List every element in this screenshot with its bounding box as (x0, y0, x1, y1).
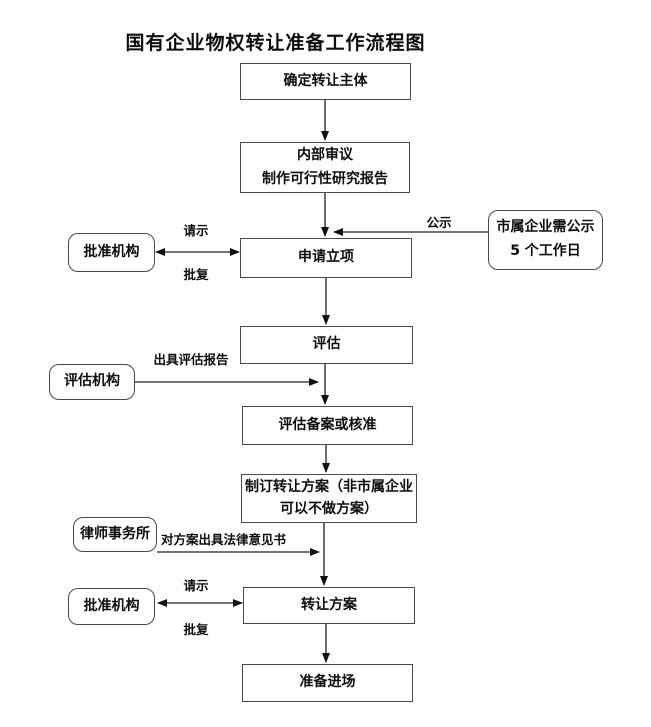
edge-label-reply-2: 批复 (183, 622, 209, 637)
node-transfer-plan: 转让方案 (243, 587, 415, 624)
node-approval-agency-1: 批准机构 (68, 233, 155, 272)
diagram-title: 国有企业物权转让准备工作流程图 (125, 32, 426, 54)
node-evaluation-filing: 评估备案或核准 (242, 406, 413, 445)
edge-label-evaluation-report: 出具评估报告 (153, 352, 229, 367)
node-evaluation-agency: 评估机构 (49, 364, 135, 400)
node-law-firm: 律师事务所 (73, 517, 157, 552)
edge-label-public-notice: 公示 (426, 215, 452, 230)
node-label: 转让方案 (301, 596, 357, 613)
node-label: 评估机构 (64, 373, 120, 390)
node-label: 批准机构 (83, 243, 140, 260)
node-label: 确定转让主体 (283, 72, 368, 89)
node-internal-review: 内部审议 制作可行性研究报告 (240, 142, 410, 193)
node-public-notice: 市属企业需公示 5 个工作日 (488, 210, 603, 270)
edge-label-request-1: 请示 (183, 223, 209, 238)
node-label-line1: 市属企业需公示 (496, 219, 595, 236)
node-label: 评估备案或核准 (278, 416, 377, 433)
node-label: 申请立项 (298, 249, 354, 266)
node-evaluation: 评估 (240, 326, 413, 364)
node-label: 准备进场 (299, 674, 356, 691)
node-determine-subject: 确定转让主体 (240, 63, 411, 100)
node-label-line1: 内部审议 (297, 147, 353, 164)
node-label-line2: 可以不做方案） (280, 500, 378, 517)
edge-label-legal-opinion: 对方案出具法律意见书 (161, 532, 287, 547)
node-approval-agency-2: 批准机构 (68, 588, 155, 625)
node-apply-project: 申请立项 (240, 238, 412, 278)
node-label-line2: 制作可行性研究报告 (262, 170, 388, 187)
node-label-line1: 制订转让方案（非市属企业 (245, 478, 413, 495)
edge-label-request-2: 请示 (183, 578, 209, 593)
node-label: 律师事务所 (80, 525, 150, 542)
node-label: 批准机构 (83, 597, 140, 614)
node-prepare-entry: 准备进场 (242, 664, 413, 702)
node-label-line2: 5 个工作日 (510, 243, 581, 259)
node-draft-plan: 制订转让方案（非市属企业 可以不做方案） (241, 474, 417, 523)
edge-label-reply-1: 批复 (183, 267, 209, 282)
node-label: 评估 (312, 336, 341, 353)
